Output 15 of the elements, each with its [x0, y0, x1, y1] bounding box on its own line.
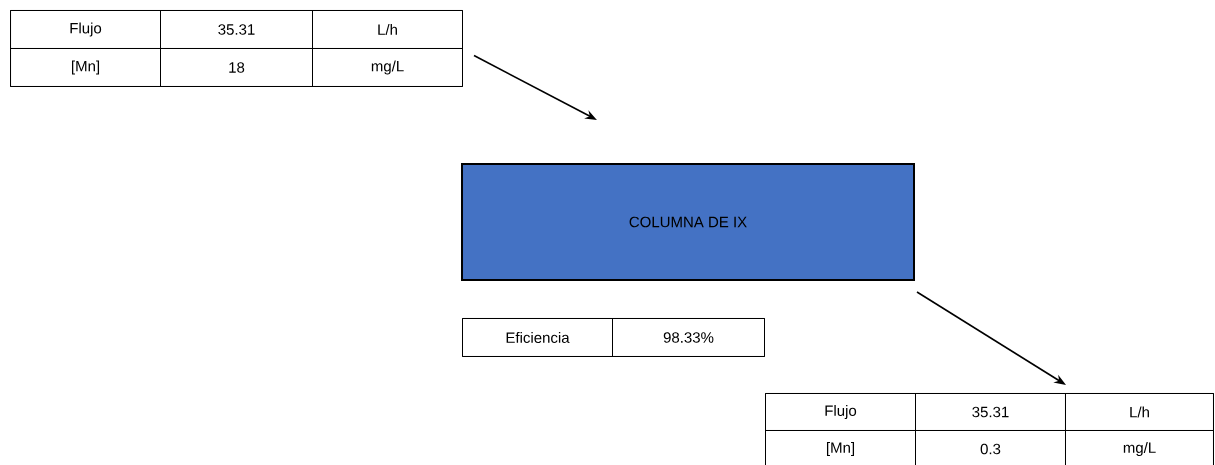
- table-cell: 18: [160, 48, 313, 87]
- table-cell: Eficiencia: [462, 318, 613, 357]
- process-box: COLUMNA DE IX: [461, 163, 915, 281]
- table-cell: [Mn]: [765, 430, 916, 465]
- table-cell: L/h: [312, 10, 463, 49]
- table-cell: 0.3: [915, 430, 1066, 465]
- table-cell: mg/L: [1065, 430, 1214, 465]
- table-cell: Flujo: [765, 393, 916, 431]
- table-cell: 98.33%: [612, 318, 765, 357]
- table-cell: mg/L: [312, 48, 463, 87]
- table-cell: [Mn]: [10, 48, 161, 87]
- table-cell: L/h: [1065, 393, 1214, 431]
- table-cell: 35.31: [160, 10, 313, 49]
- table-cell: Flujo: [10, 10, 161, 49]
- table-cell: 35.31: [915, 393, 1066, 431]
